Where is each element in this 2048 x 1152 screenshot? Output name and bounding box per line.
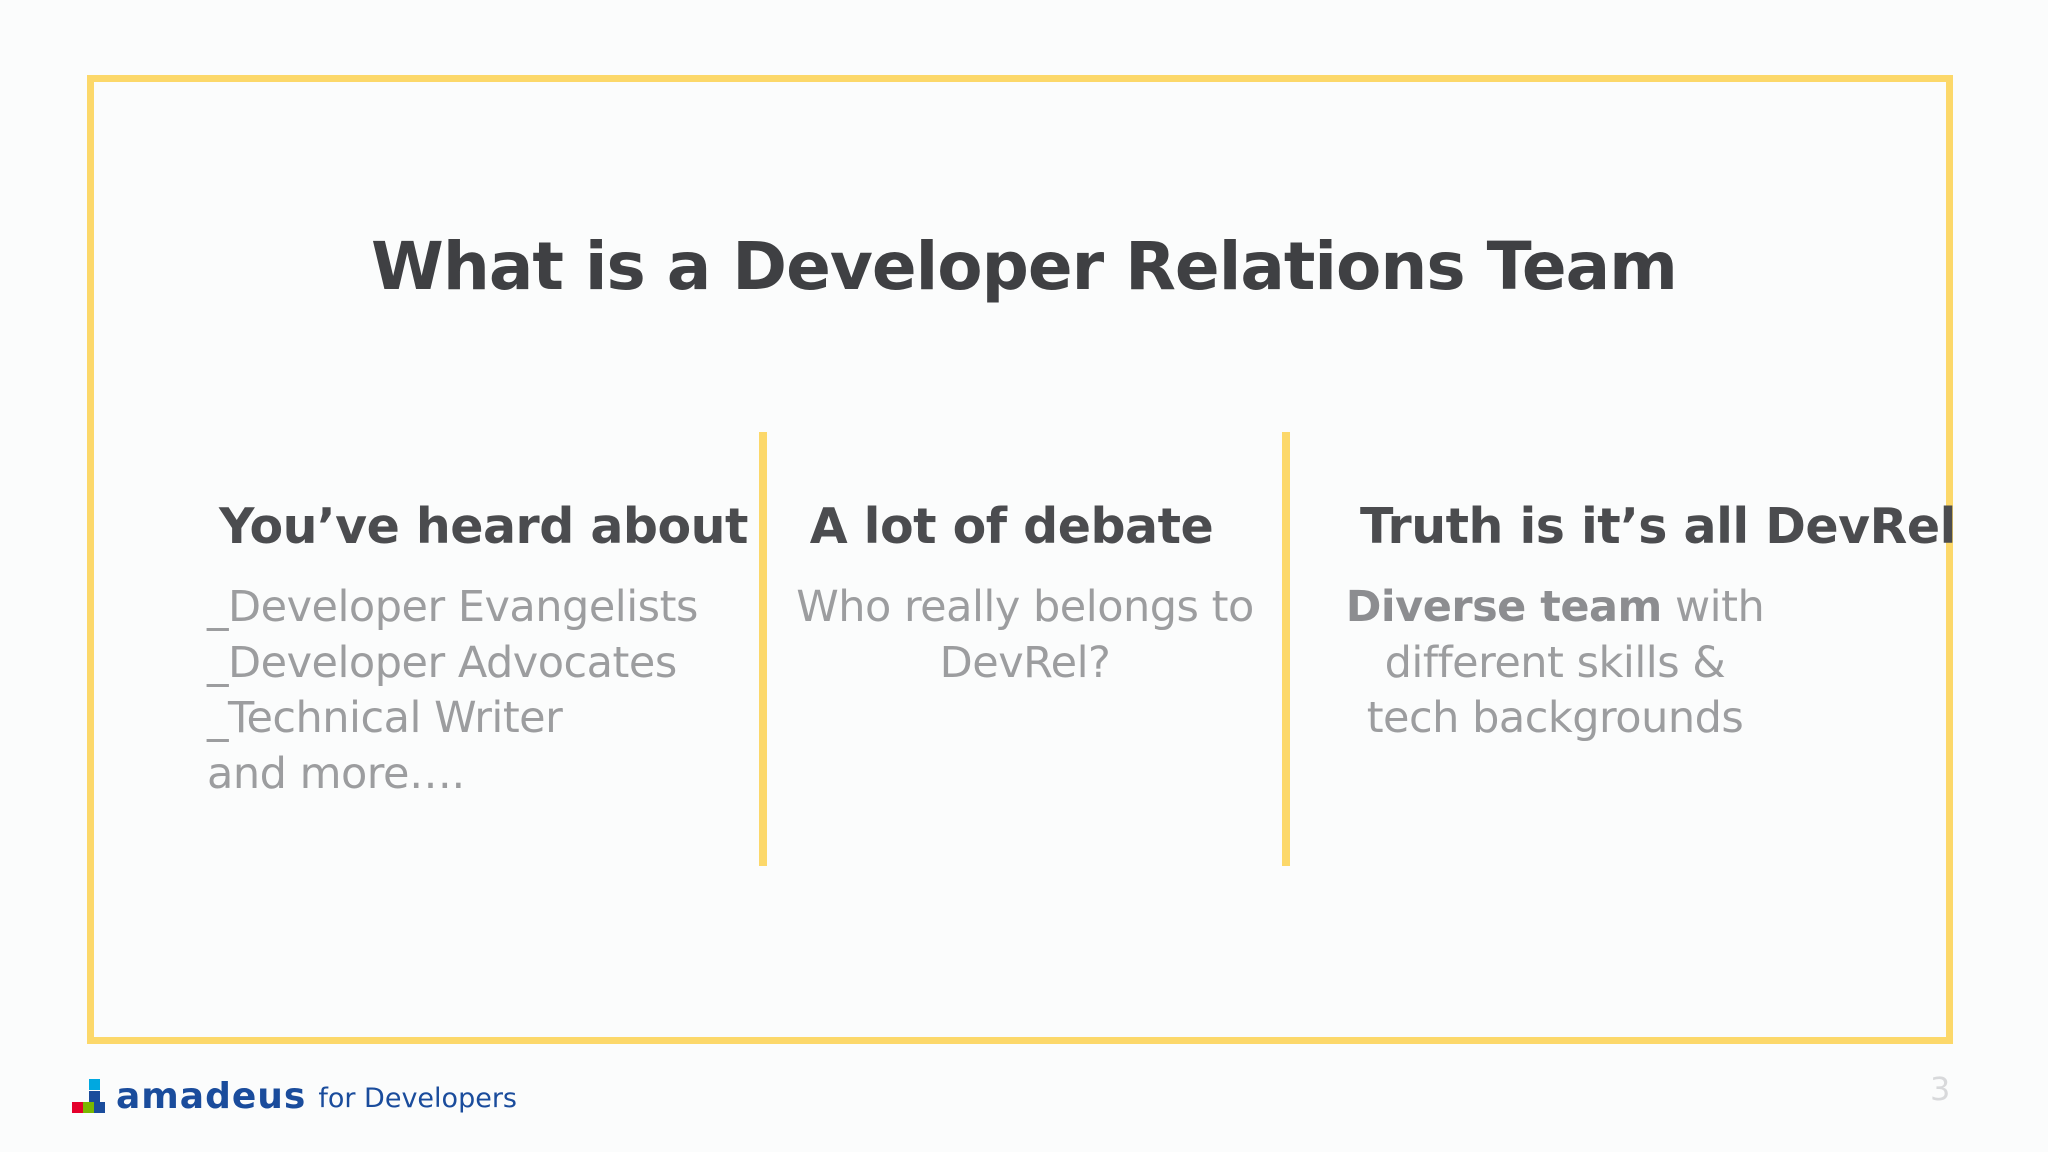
page-number: 3 <box>1930 1070 1951 1108</box>
amadeus-logo: amadeus for Developers <box>72 1075 517 1117</box>
column-heading-truth: Truth is it’s all DevRel <box>1360 498 1956 555</box>
text-line: Diverse team with <box>1300 580 1810 636</box>
logo-subtitle: for Developers <box>318 1082 517 1114</box>
column-divider-right <box>1282 432 1290 866</box>
text-line: different skills & <box>1384 637 1726 688</box>
emphasis-text: Diverse team <box>1345 582 1663 632</box>
column-divider-left <box>759 432 767 866</box>
logo-wordmark: amadeus <box>116 1075 307 1117</box>
list-item: _Developer Evangelists <box>207 582 698 632</box>
list-item: and more…. <box>207 748 465 799</box>
text-line-rest: with <box>1661 582 1765 632</box>
column-heading-heard-about: You’ve heard about <box>219 498 748 555</box>
column-text-truth: Diverse team with different skills & tec… <box>1300 580 1860 747</box>
list-item: _Technical Writer <box>207 693 563 743</box>
slide-title: What is a Developer Relations Team <box>371 228 1678 305</box>
column-heading-debate: A lot of debate <box>809 498 1214 555</box>
column-text-heard-about: _Developer Evangelists _Developer Advoca… <box>207 580 698 802</box>
amadeus-logo-icon <box>72 1079 106 1113</box>
text-line: DevRel? <box>939 637 1111 688</box>
text-line: tech backgrounds <box>1366 693 1744 743</box>
text-line: Who really belongs to <box>796 582 1254 632</box>
list-item: _Developer Advocates <box>207 637 677 688</box>
slide-frame <box>87 75 1953 1044</box>
column-text-debate: Who really belongs to DevRel? <box>780 580 1270 691</box>
